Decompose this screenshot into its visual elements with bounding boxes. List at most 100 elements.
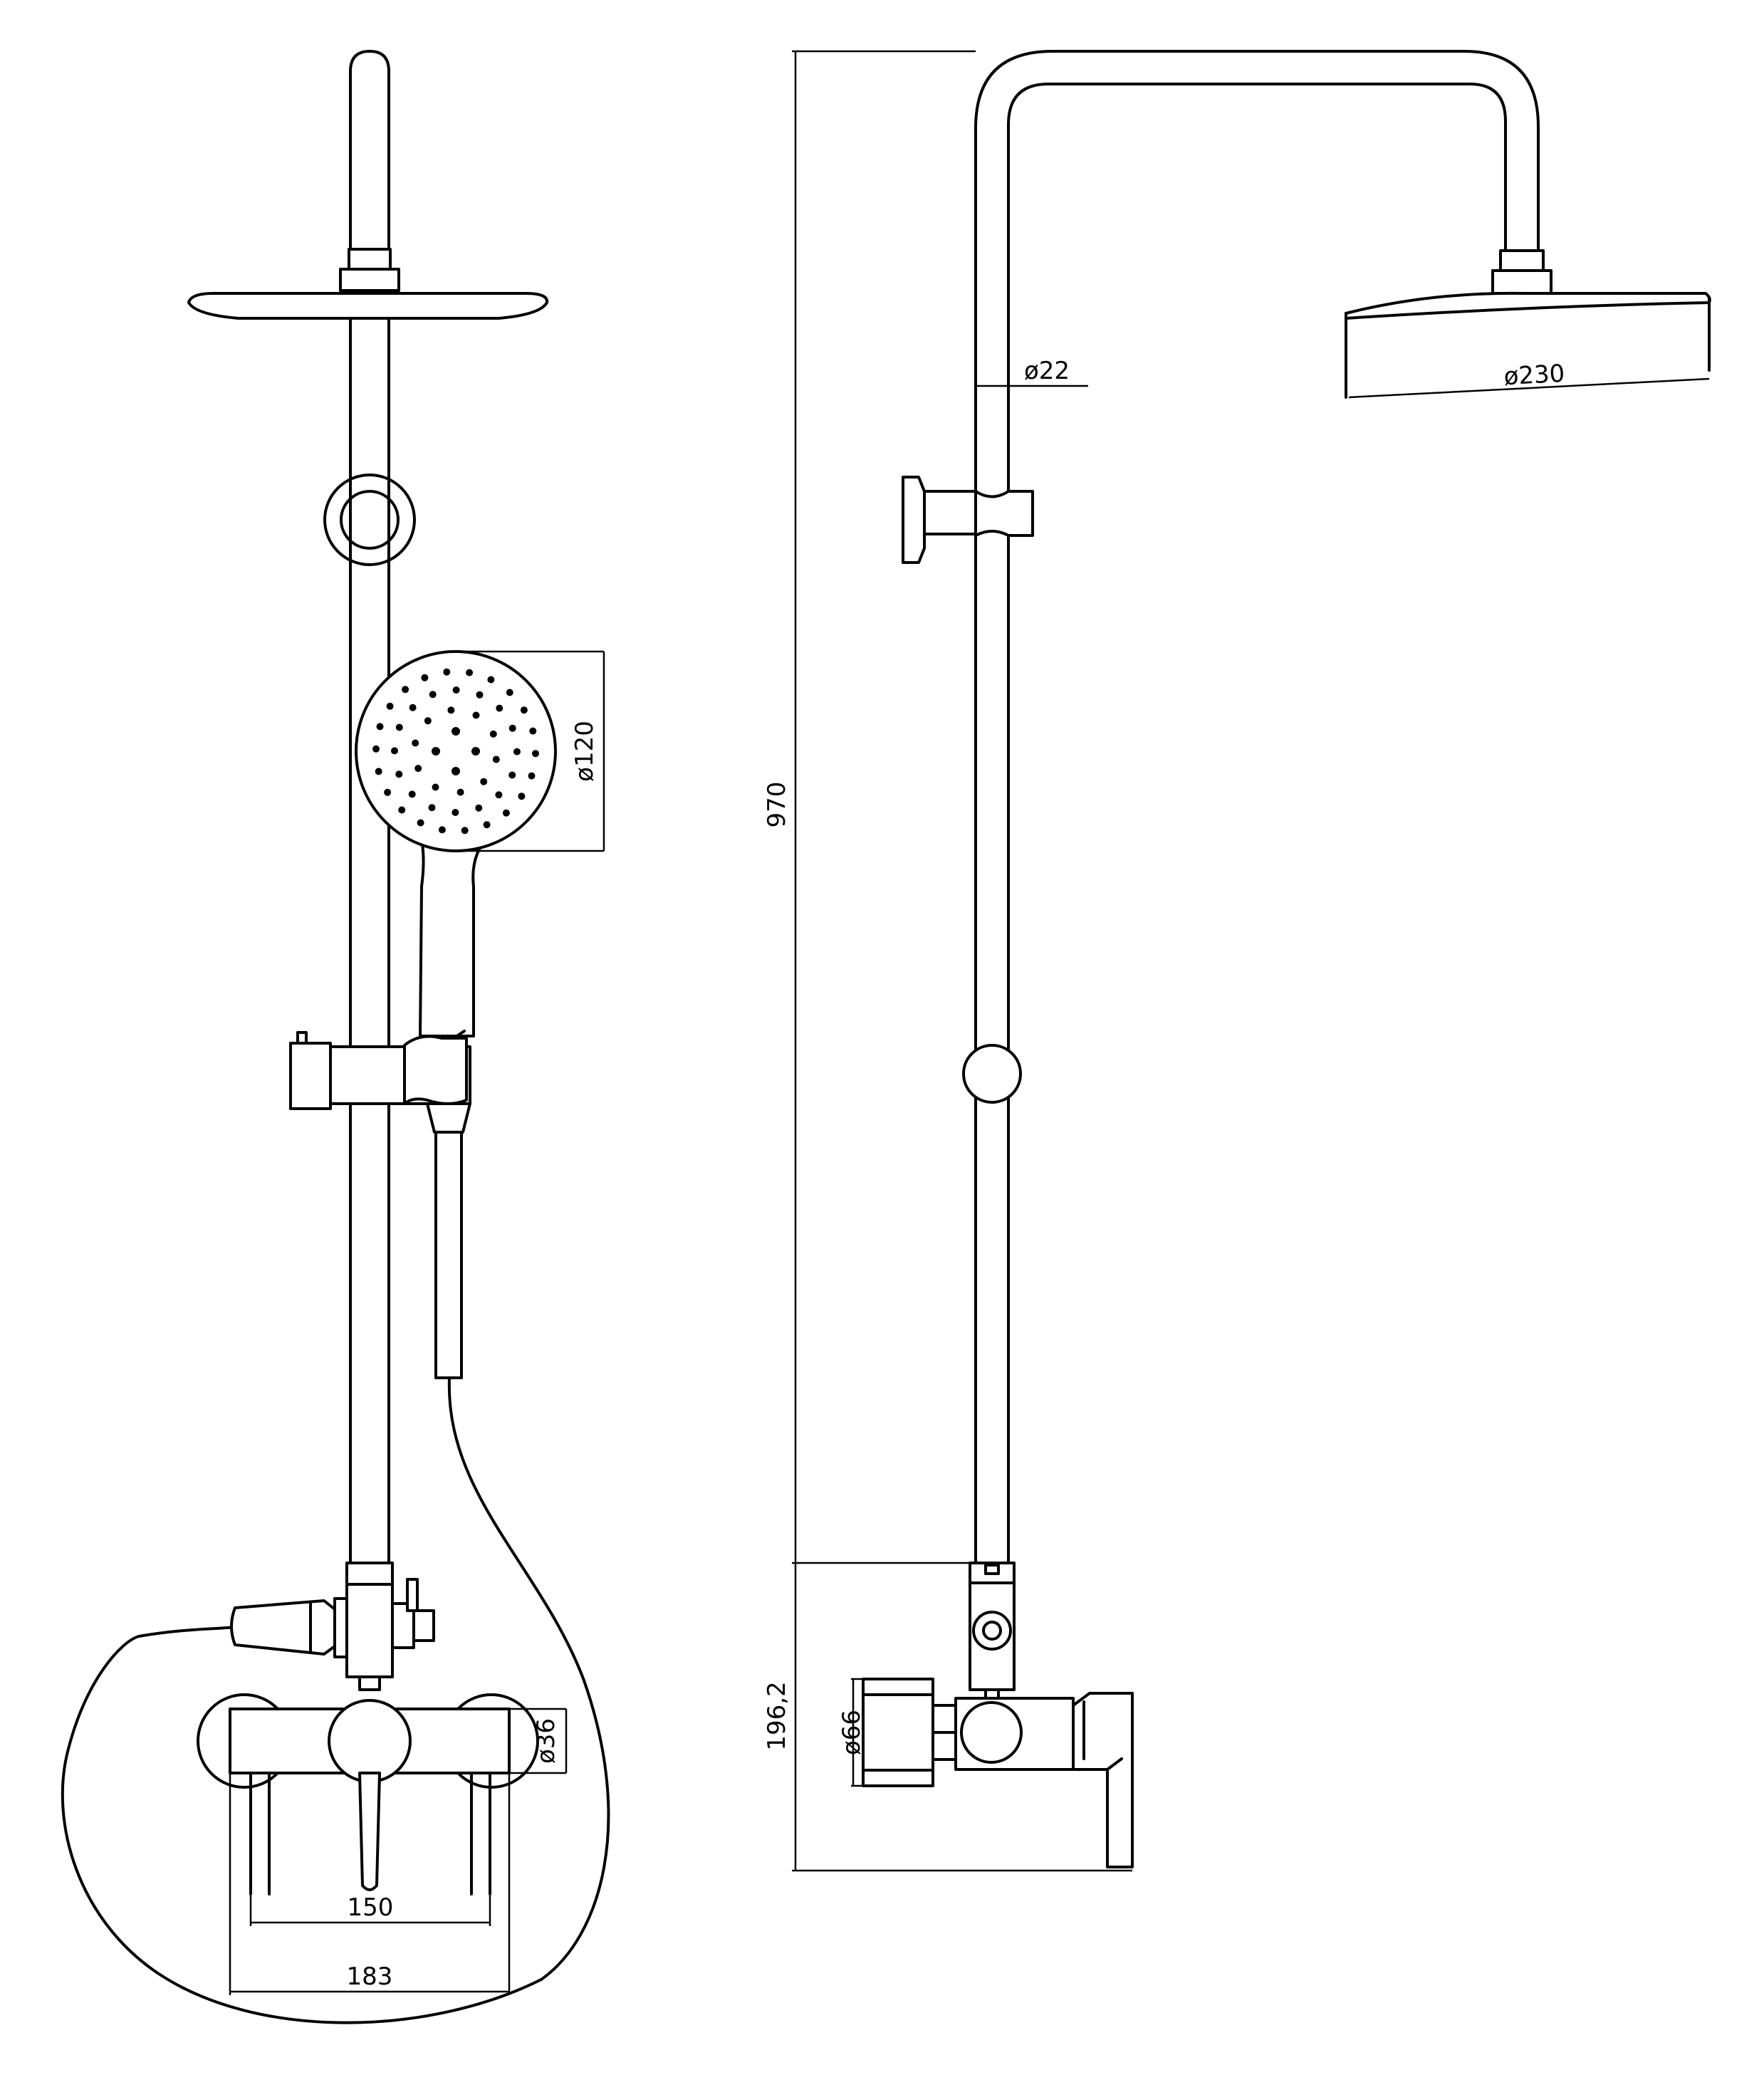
nozzle-dot xyxy=(456,788,464,796)
nozzle-dot xyxy=(508,724,516,732)
front-wall-bracket-outer xyxy=(323,474,416,566)
side-dimensions: ø22 ø230 970 196,2 ø66 xyxy=(763,50,1710,1872)
side-slider-knob xyxy=(962,1044,1022,1104)
front-handshower-face xyxy=(355,650,557,852)
nozzle-dot xyxy=(513,748,521,755)
dim-pipe-label: ø22 xyxy=(1024,357,1070,385)
front-diverter-outlet xyxy=(230,1599,336,1656)
nozzle-dot xyxy=(432,747,440,755)
nozzle-dot xyxy=(398,806,406,814)
side-lever-inner xyxy=(1082,1700,1123,1771)
side-diverter-mark xyxy=(984,1564,1000,1575)
side-arm-outer xyxy=(974,50,1540,1564)
front-dimensions: ø120 ø36 150 183 xyxy=(229,650,605,1995)
front-diverter-lever xyxy=(406,1578,419,1612)
front-hose-sleeve xyxy=(434,1131,463,1379)
front-diverter-body xyxy=(345,1583,394,1678)
nozzle-dot xyxy=(452,767,460,775)
front-handshower-handle xyxy=(419,833,491,1037)
nozzle-dot xyxy=(506,689,513,696)
nozzle-dot xyxy=(443,668,451,676)
nozzle-dot xyxy=(414,765,422,773)
side-head-nut-lower xyxy=(1491,269,1552,295)
nozzle-dot xyxy=(472,711,480,719)
front-cartridge xyxy=(328,1699,412,1783)
side-mixer-cartridge xyxy=(960,1701,1023,1764)
front-diverter-left-nut xyxy=(333,1597,348,1658)
nozzle-dot xyxy=(475,804,483,812)
nozzle-dot xyxy=(372,745,380,753)
nozzle-dot xyxy=(386,702,394,710)
front-head-nut-upper xyxy=(348,248,392,271)
nozzle-dot xyxy=(529,727,537,735)
nozzle-dot xyxy=(417,819,424,827)
front-top-arm xyxy=(349,50,390,251)
side-bracket-plate xyxy=(902,476,926,564)
handshower-nozzles xyxy=(372,668,539,835)
nozzle-dot xyxy=(412,739,419,747)
nozzle-dot xyxy=(502,809,510,817)
nozzle-dot xyxy=(424,717,432,725)
nozzle-dot xyxy=(429,691,437,699)
dim-body-label: ø66 xyxy=(837,1710,866,1755)
nozzle-dot xyxy=(452,727,460,736)
front-shower-head xyxy=(187,292,549,320)
nozzle-dot xyxy=(471,747,480,755)
front-hose-cone xyxy=(426,1102,471,1134)
nozzle-dot xyxy=(496,704,503,712)
dim-head-label: ø230 xyxy=(1503,360,1566,391)
front-slider-cradle xyxy=(403,1035,468,1105)
dim-inlet-label: 150 xyxy=(348,1893,394,1922)
front-handle-lever xyxy=(358,1772,381,1891)
side-mixer-lever xyxy=(1072,1692,1134,1868)
side-bracket-clamp xyxy=(974,490,1034,537)
dim-flange-label: ø36 xyxy=(532,1718,560,1764)
side-diverter-body xyxy=(969,1581,1016,1691)
front-diverter-collar xyxy=(345,1562,394,1586)
nozzle-dot xyxy=(391,747,398,755)
nozzle-dot xyxy=(402,686,409,694)
nozzle-dot xyxy=(376,723,384,731)
nozzle-dot xyxy=(409,704,417,711)
nozzle-dot xyxy=(518,793,526,800)
nozzle-dot xyxy=(395,770,403,778)
nozzle-dot xyxy=(466,669,474,676)
nozzle-dot xyxy=(480,778,488,785)
nozzle-dot xyxy=(489,730,497,738)
dim-height-label: 970 xyxy=(763,782,791,828)
nozzle-dot xyxy=(508,771,516,779)
nozzle-dot xyxy=(476,691,484,699)
front-wall-bracket-inner xyxy=(340,490,400,550)
side-bracket-arm xyxy=(923,490,977,535)
dim-handshower-label: ø120 xyxy=(570,721,599,782)
front-head-nut-lower xyxy=(339,268,400,292)
front-mixer-connector xyxy=(358,1675,381,1691)
nozzle-dot xyxy=(487,676,495,684)
nozzle-dot xyxy=(408,790,416,798)
nozzle-dot xyxy=(375,768,382,775)
nozzle-dot xyxy=(528,772,536,780)
side-view xyxy=(862,50,1711,1868)
side-arm-inner xyxy=(1007,83,1507,1564)
nozzle-dot xyxy=(532,750,539,758)
front-hose-loop xyxy=(61,1626,543,2024)
nozzle-dot xyxy=(428,804,436,812)
nozzle-dot xyxy=(421,674,429,681)
nozzle-dot xyxy=(495,791,503,799)
front-slider-tick xyxy=(454,1030,466,1038)
nozzle-dot xyxy=(483,821,491,829)
dim-mixer-label: 196,2 xyxy=(763,1681,791,1750)
front-slider-cap xyxy=(289,1042,332,1110)
nozzle-dot xyxy=(492,755,500,763)
front-diverter-knob xyxy=(412,1609,435,1642)
nozzle-dot xyxy=(384,788,392,796)
nozzle-dot xyxy=(447,706,455,714)
nozzle-dot xyxy=(395,723,403,731)
dim-width-label: 183 xyxy=(347,1962,393,1991)
nozzle-dot xyxy=(452,809,459,816)
nozzle-dot xyxy=(438,826,446,834)
side-diverter-knob-outer xyxy=(972,1611,1012,1651)
nozzle-dot xyxy=(461,827,469,835)
